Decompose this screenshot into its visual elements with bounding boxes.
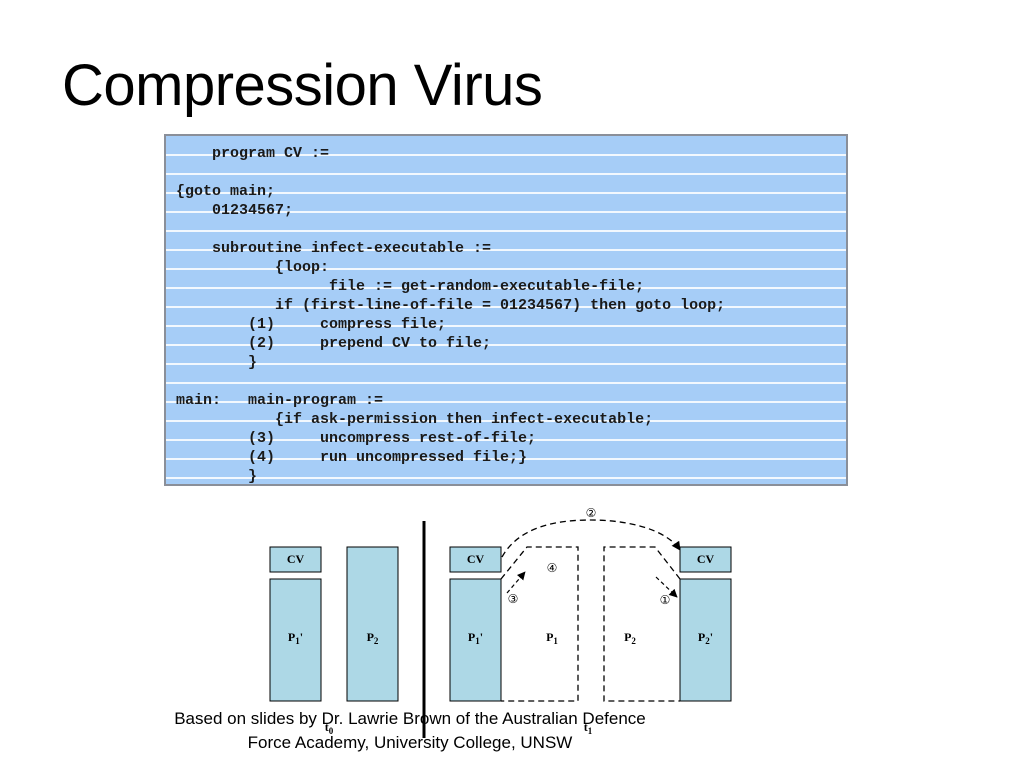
step2-marker: ②: [586, 506, 597, 520]
right-cv-left-label: CV: [467, 552, 485, 566]
code-line: main: main-program :=: [176, 392, 384, 409]
code-line: (2) prepend CV to file;: [176, 335, 492, 352]
footer-line-1: Based on slides by Dr. Lawrie Brown of t…: [174, 709, 646, 728]
slide-title: Compression Virus: [62, 53, 543, 118]
left-p1-prime-label: P1': [288, 630, 303, 646]
right-p1-dashed-box: [500, 546, 579, 702]
code-line: }: [176, 354, 258, 371]
code-line: {if ask-permission then infect-executabl…: [176, 411, 654, 428]
left-cv-label: CV: [287, 552, 305, 566]
step1-marker: ①: [660, 593, 671, 607]
footer-credit: Based on slides by Dr. Lawrie Brown of t…: [0, 707, 820, 755]
step1-arrow: [655, 576, 678, 598]
code-line: }: [176, 468, 258, 485]
step3-arrow: [506, 571, 526, 594]
code-line: program CV :=: [176, 145, 330, 162]
code-line: subroutine infect-executable :=: [176, 240, 492, 257]
right-cv-right-label: CV: [697, 552, 715, 566]
code-line: (3) uncompress rest-of-file;: [176, 430, 537, 447]
step2-arrow: [501, 519, 681, 558]
left-cv-box: [269, 546, 322, 573]
code-line: {goto main;: [176, 183, 276, 200]
right-cv-left-box: [449, 546, 502, 573]
left-p2-label: P2: [367, 630, 379, 646]
code-listing: program CV := {goto main; 01234567; subro…: [164, 134, 848, 486]
right-p1-label: P1: [546, 630, 558, 646]
left-p2-box: [346, 546, 399, 702]
right-p2-prime-label: P2': [698, 630, 713, 646]
right-cv-right-box: [679, 546, 732, 573]
left-time-label: t0: [325, 720, 334, 736]
right-p1-prime-box: [449, 578, 502, 702]
code-line: if (first-line-of-file = 01234567) then …: [176, 297, 726, 314]
code-line: (4) run uncompressed file;}: [176, 449, 528, 466]
right-p2-label: P2: [624, 630, 636, 646]
footer-line-2: Force Academy, University College, UNSW: [247, 733, 573, 752]
code-line: (1) compress file;: [176, 316, 447, 333]
right-p2-dashed-box: [603, 546, 681, 702]
right-time-label: t1: [584, 720, 593, 736]
right-p1-prime-label: P1': [468, 630, 483, 646]
code-line: {loop:: [176, 259, 330, 276]
right-p2-prime-box: [679, 578, 732, 702]
step4-marker: ④: [547, 561, 558, 575]
code-line: file := get-random-executable-file;: [176, 278, 645, 295]
left-p1-prime-box: [269, 578, 322, 702]
step3-marker: ③: [508, 592, 519, 606]
code-line: 01234567;: [176, 202, 294, 219]
